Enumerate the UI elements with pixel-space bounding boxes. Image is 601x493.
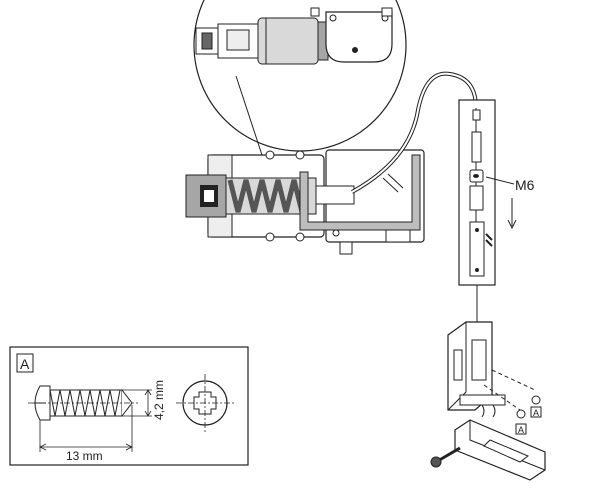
bracket-marker-box-1 <box>530 406 542 418</box>
thread-size-label: M6 <box>515 177 535 193</box>
m6-leader-line <box>485 176 515 185</box>
phillips-head-icon <box>176 374 234 432</box>
mounting-bracket <box>447 321 541 419</box>
bracket-marker-box-2 <box>515 423 527 435</box>
screw-diameter-label: 4,2 mm <box>152 380 166 420</box>
base-plate <box>430 419 546 481</box>
arrow-down-icon <box>507 198 517 230</box>
motor-assembly <box>185 149 425 255</box>
bracket-marker-label-1: A <box>533 408 539 418</box>
screw-length-label: 13 mm <box>66 449 103 463</box>
bracket-marker-label-2: A <box>518 425 524 435</box>
detail-box-a: A 13 mm 4,2 mm <box>9 346 249 466</box>
zoom-detail-circle <box>193 0 407 152</box>
cable-tube-panel <box>458 99 496 286</box>
zoom-leader-line <box>235 75 263 156</box>
detail-letter: A <box>20 356 30 372</box>
